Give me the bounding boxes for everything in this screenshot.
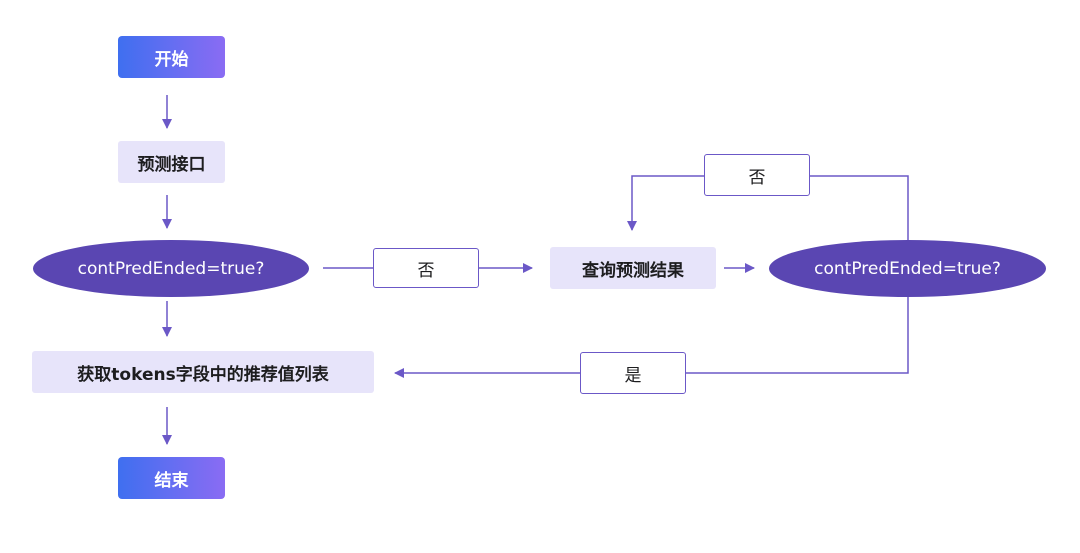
- edge-yes-right: [686, 296, 909, 374]
- edge-label-no-loop: 否: [704, 154, 810, 196]
- end-node: 结束: [118, 457, 225, 499]
- edge-label-no: 否: [373, 248, 479, 288]
- decision-right-node: contPredEnded=true?: [769, 240, 1046, 297]
- predict-api-node: 预测接口: [118, 141, 225, 183]
- edge-loop-left: [627, 175, 704, 231]
- query-result-node: 查询预测结果: [550, 247, 716, 289]
- edge-loop-right: [810, 175, 909, 240]
- edge-label-yes: 是: [580, 352, 686, 394]
- get-tokens-node: 获取tokens字段中的推荐值列表: [32, 351, 374, 393]
- start-node: 开始: [118, 36, 225, 78]
- decision-left-node: contPredEnded=true?: [33, 240, 309, 297]
